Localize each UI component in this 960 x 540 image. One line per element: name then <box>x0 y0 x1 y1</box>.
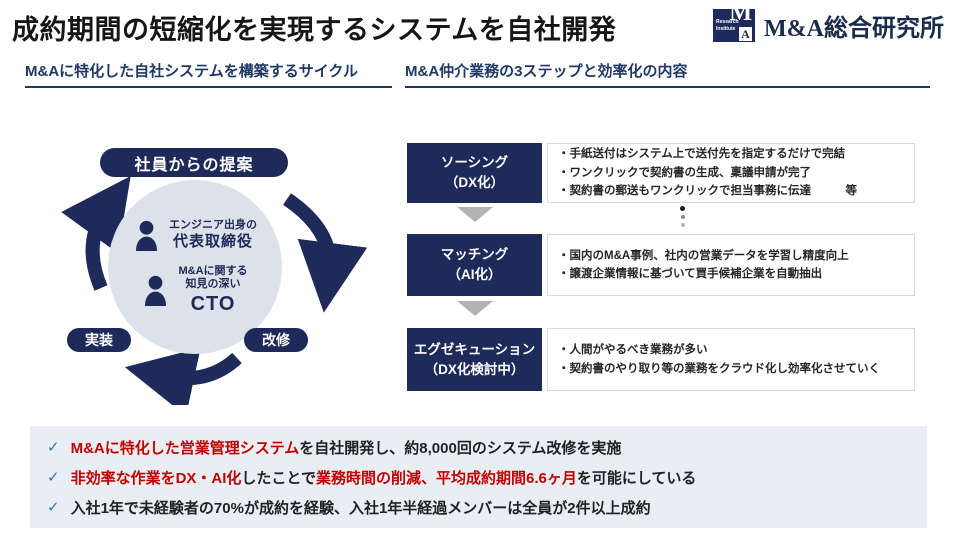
step-bullet: ・手紙送付はシステム上で送付先を指定するだけで完結 <box>558 148 846 161</box>
member-cto: M&Aに関する 知見の深い CTO <box>142 264 248 318</box>
logo-monogram-a: A <box>739 27 753 41</box>
cycle-diagram: 社員からの提案 エンジニア出身の 代表取締役 M&Aに関する <box>40 135 380 405</box>
member-cto-line3: CTO <box>190 293 236 315</box>
step-label-execution-line1: エグゼキューション <box>413 341 536 357</box>
logo-badge-line2: Institute <box>716 26 736 32</box>
cycle-left-label: 実装 <box>67 328 131 352</box>
logo-badge-icon: Research Institute M A <box>713 1 756 42</box>
company-logo: Research Institute M A M&A総合研究所 <box>713 1 944 43</box>
step-label-matching: マッチング （AI化） <box>407 234 542 296</box>
step-bullet: ・国内のM&A事例、社内の営業データを学習し精度向上 <box>558 249 849 262</box>
cycle-arrow-down-icon <box>282 193 368 313</box>
cycle-right-label: 改修 <box>244 328 308 352</box>
step-body-execution: ・人間がやるべき業務が多い ・契約書のやり取り等の業務をクラウド化し効率化させて… <box>547 328 915 391</box>
step-bullet: ・契約書のやり取り等の業務をクラウド化し効率化させていく <box>558 362 880 375</box>
step-label-sourcing-line1: ソーシング <box>440 155 509 171</box>
summary-text: を可能にしている <box>576 469 697 487</box>
logo-badge-text: Research Institute <box>716 19 739 33</box>
step-bullet: ・ワンクリックで契約書の生成、稟議申請が完了 <box>558 166 811 179</box>
cycle-center-circle: エンジニア出身の 代表取締役 M&Aに関する 知見の深い CTO <box>108 180 282 354</box>
summary-item: ✓ 入社1年で未経験者の70%が成約を経験、入社1年半経過メンバーは全員が2件以… <box>30 497 927 518</box>
step-label-execution: エグゼキューション （DX化検討中） <box>407 328 542 391</box>
member-ceo-line2: 代表取締役 <box>172 232 253 250</box>
person-icon <box>145 276 167 307</box>
step-bullet: ・契約書の郵送もワンクリックで担当事務に伝達 等 <box>558 185 857 198</box>
summary-text-emphasis: 非効率な作業をDX・AI化 <box>70 469 242 487</box>
cycle-arrow-up-icon <box>61 176 131 291</box>
step-label-matching-line2: （AI化） <box>447 267 502 282</box>
step-label-sourcing-line2: （DX化） <box>444 175 505 190</box>
step-bullet: ・譲渡企業情報に基づいて買手候補企業を自動抽出 <box>558 268 823 280</box>
company-name: M&A総合研究所 <box>764 16 944 42</box>
step-label-sourcing: ソーシング （DX化） <box>407 143 542 203</box>
summary-text: したことで <box>241 469 316 487</box>
cycle-top-label: 社員からの提案 <box>100 148 288 177</box>
step-body-sourcing: ・手紙送付はシステム上で送付先を指定するだけで完結 ・ワンクリックで契約書の生成… <box>547 143 915 203</box>
member-cto-line2: 知見の深い <box>185 278 241 291</box>
process-steps: ソーシング （DX化） ・手紙送付はシステム上で送付先を指定するだけで完結 ・ワ… <box>405 138 920 398</box>
summary-item: ✓ M&Aに特化した営業管理システム を自社開発し、約8,000回のシステム改修… <box>30 437 927 458</box>
member-ceo: エンジニア出身の 代表取締役 <box>133 219 257 252</box>
person-icon <box>135 220 158 251</box>
cycle-arrows <box>61 176 368 405</box>
member-cto-line1: M&Aに関する <box>178 264 248 277</box>
logo-badge-line1: Research <box>716 19 739 25</box>
section-heading-cycle: M&Aに特化した自社システムを構築するサイクル <box>25 60 392 88</box>
member-ceo-line1: エンジニア出身の <box>169 219 257 231</box>
checkmark-icon: ✓ <box>47 469 60 486</box>
logo-monogram-m: M <box>729 0 753 26</box>
step-bullet: ・人間がやるべき業務が多い <box>558 344 708 357</box>
checkmark-icon: ✓ <box>47 499 60 516</box>
summary-panel: ✓ M&Aに特化した営業管理システム を自社開発し、約8,000回のシステム改修… <box>30 426 927 528</box>
summary-item: ✓ 非効率な作業をDX・AI化 したことで 業務時間の削減、平均成約期間6.6ヶ… <box>30 467 927 488</box>
cycle-arrow-left-icon <box>124 347 242 405</box>
summary-text: 入社1年で未経験者の70%が成約を経験、入社1年半経過メンバーは全員が2件以上成… <box>70 499 651 517</box>
step-label-execution-line2: （DX化検討中） <box>424 361 525 377</box>
summary-text: を自社開発し、約8,000回のシステム改修を実施 <box>299 439 622 457</box>
checkmark-icon: ✓ <box>47 439 60 456</box>
arrow-down-triangle-icon <box>457 301 493 316</box>
summary-text-emphasis: M&Aに特化した営業管理システム <box>70 439 300 457</box>
vertical-ellipsis-icon <box>680 206 685 227</box>
arrow-down-triangle-icon <box>457 207 493 222</box>
section-heading-steps: M&A仲介業務の3ステップと効率化の内容 <box>405 60 930 88</box>
page-title: 成約期間の短縮化を実現するシステムを自社開発 <box>12 15 617 45</box>
summary-text-emphasis: 業務時間の削減、平均成約期間6.6ヶ月 <box>315 469 577 487</box>
step-label-matching-line1: マッチング <box>440 247 509 263</box>
step-body-matching: ・国内のM&A事例、社内の営業データを学習し精度向上 ・譲渡企業情報に基づいて買… <box>547 234 915 296</box>
